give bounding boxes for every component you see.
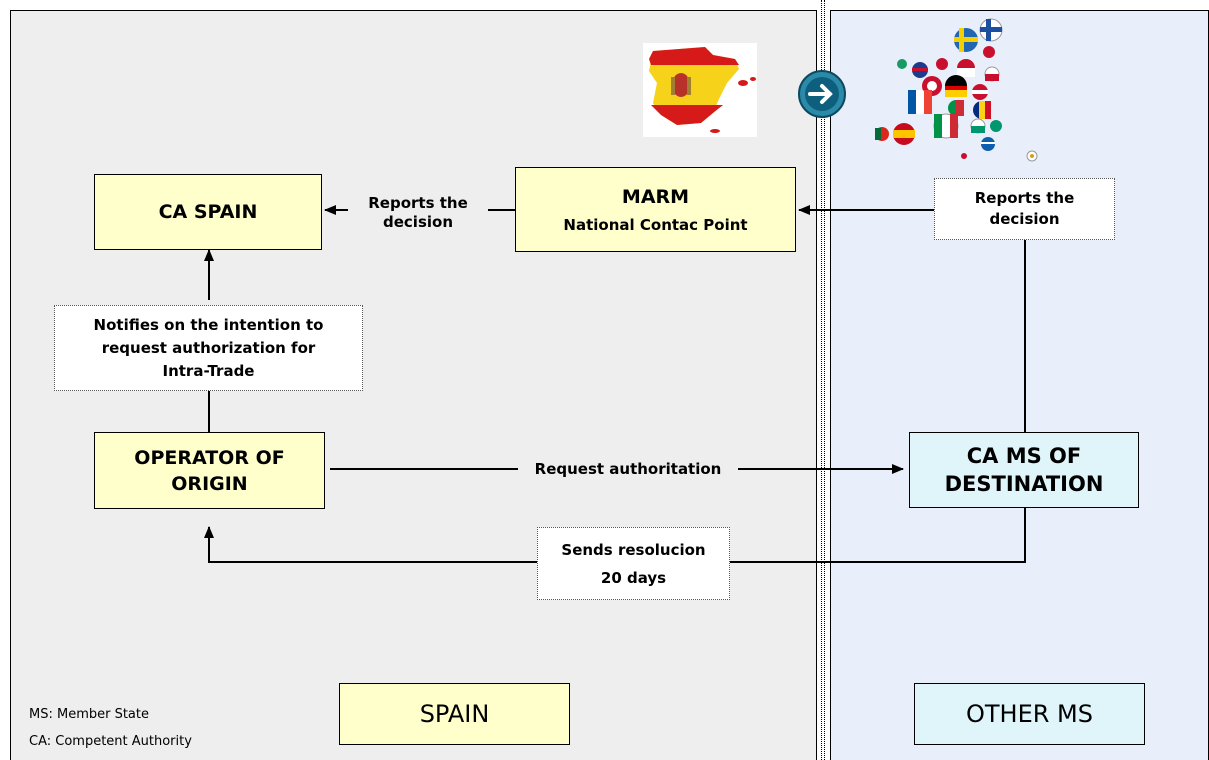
notifies-line-1: Notifies on the intention to xyxy=(93,315,324,334)
region-spain: SPAIN xyxy=(339,683,570,745)
ca-spain-label: CA SPAIN xyxy=(158,201,258,223)
operator-line-2: ORIGIN xyxy=(171,472,248,495)
notifies-label: Notifies on the intention to request aut… xyxy=(54,305,363,391)
reports-decision-right: Reports the decision xyxy=(934,178,1115,240)
reports-right-line-2: decision xyxy=(989,210,1060,228)
sends-resolucion-label: Sends resolucion 20 days xyxy=(537,527,730,600)
notifies-line-3: Intra-Trade xyxy=(162,361,255,380)
ca-ms-line-1: CA MS OF xyxy=(966,444,1082,468)
reports-decision-left: Reports the decision xyxy=(348,194,488,232)
ca-spain-box: CA SPAIN xyxy=(94,174,322,250)
sends-line-1: Sends resolucion xyxy=(561,540,706,559)
request-authoritation-label: Request authoritation xyxy=(518,460,738,479)
reports-right-line-1: Reports the xyxy=(974,189,1075,207)
ca-ms-destination-box: CA MS OF DESTINATION xyxy=(909,432,1139,508)
marm-box: MARM National Contac Point xyxy=(515,167,796,252)
marm-subtitle: National Contac Point xyxy=(563,215,748,234)
ca-ms-line-2: DESTINATION xyxy=(944,472,1104,496)
marm-title: MARM xyxy=(621,185,690,208)
spain-flag-map xyxy=(643,43,757,137)
reports-left-line-1: Reports the xyxy=(368,194,468,212)
arrow-right-circle-icon xyxy=(798,70,846,118)
legend-ca: CA: Competent Authority xyxy=(29,734,192,749)
notifies-line-2: request authorization for xyxy=(101,338,316,357)
reports-left-line-2: decision xyxy=(383,213,453,231)
eu-flag-bubbles xyxy=(875,18,1038,162)
sends-line-2: 20 days xyxy=(600,568,667,587)
panel-divider xyxy=(821,0,825,760)
operator-of-origin-box: OPERATOR OF ORIGIN xyxy=(94,432,325,509)
legend-ms: MS: Member State xyxy=(29,707,149,722)
operator-line-1: OPERATOR OF xyxy=(134,446,285,469)
region-other-ms: OTHER MS xyxy=(914,683,1145,745)
